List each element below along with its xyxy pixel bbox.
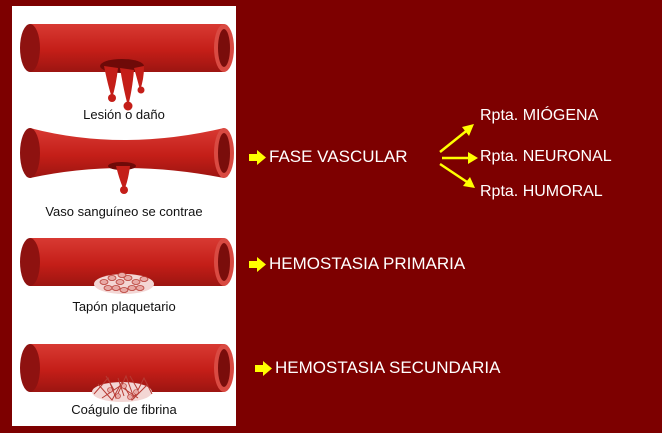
- stage-label-fibrin-clot: Coágulo de fibrina: [12, 402, 236, 418]
- phase-primary-hemostasis: HEMOSTASIA PRIMARIA: [249, 254, 465, 274]
- stage-label-injury: Lesión o daño: [12, 107, 236, 123]
- phase-secondary-hemostasis: HEMOSTASIA SECUNDARIA: [255, 358, 500, 378]
- response-neuronal: Rpta. NEURONAL: [480, 147, 612, 167]
- illustration-panel: Lesión o daño Vaso sanguíneo se contrae …: [12, 6, 236, 426]
- phase-vascular: FASE VASCULAR: [249, 147, 408, 167]
- arrow-right-icon: [249, 150, 266, 165]
- branch-arrowhead-humoral: [463, 177, 475, 188]
- arrow-right-icon: [255, 361, 272, 376]
- vessel-injury: [20, 24, 234, 111]
- vessel-constricted: [20, 128, 234, 194]
- stage-label-constriction: Vaso sanguíneo se contrae: [12, 204, 236, 220]
- arrow-right-icon: [249, 257, 266, 272]
- vessel-platelet-plug: [20, 238, 234, 294]
- branch-arrowhead-miogena: [462, 124, 474, 136]
- branch-arrow-humoral: [440, 164, 470, 184]
- phase-label: HEMOSTASIA PRIMARIA: [269, 254, 465, 274]
- phase-label: HEMOSTASIA SECUNDARIA: [275, 358, 500, 378]
- response-miogena: Rpta. MIÓGENA: [480, 106, 598, 126]
- phase-label: FASE VASCULAR: [269, 147, 408, 167]
- branch-arrowhead-neuronal: [468, 152, 478, 164]
- response-humoral: Rpta. HUMORAL: [480, 182, 603, 202]
- vessel-fibrin-clot: [20, 344, 234, 402]
- stage-label-platelet-plug: Tapón plaquetario: [12, 299, 236, 315]
- branch-arrow-miogena: [440, 128, 470, 152]
